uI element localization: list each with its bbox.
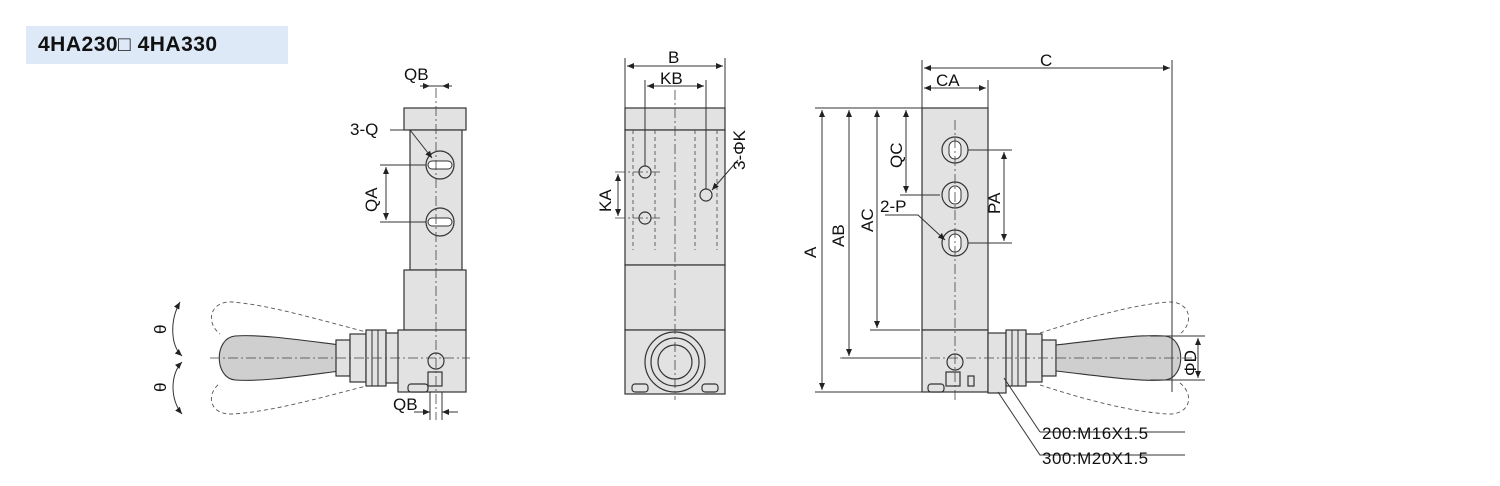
left-small-port [427,371,443,387]
right-qc-label: QC [887,143,906,169]
model-title-box: 4HA230□ 4HA330 [26,26,288,64]
right-ab-label: AB [829,224,848,247]
left-qa-label: QA [362,187,381,212]
left-qb-bottom-label: QB [393,395,418,414]
right-ca-label: CA [936,71,960,90]
mid-ka-label: KA [596,189,615,212]
left-qb-top-label: QB [404,65,429,84]
left-handle-swing [210,301,371,415]
mid-hole-3 [699,188,713,202]
thread-note-300: 300:M20X1.5 [1042,449,1149,468]
mid-kb-label: KB [660,69,683,88]
right-2p-label: 2-P [880,197,906,216]
model-title: 4HA230□ 4HA330 [38,33,218,56]
middle-view: B KB 3-ΦK KA [596,48,749,400]
right-ac-label: AC [858,208,877,232]
right-c-label: C [1040,51,1052,70]
mid-3k-label: 3-ΦK [730,129,749,170]
left-3q-label: 3-Q [350,120,378,139]
left-theta-upper: θ [151,325,170,334]
left-port-lower [425,207,455,237]
thread-note-200: 200:M16X1.5 [1042,424,1149,443]
right-small-port [945,371,961,387]
right-d-label: ΦD [1181,350,1200,376]
right-pa-label: PA [985,192,1004,214]
left-theta-lower: θ [151,383,170,392]
left-port-upper [425,150,455,180]
right-a-label: A [801,246,820,258]
mid-b-label: B [668,48,679,67]
left-lever-handle [218,335,341,381]
left-top-cap [403,107,467,131]
right-nut [987,329,1057,394]
right-view: C CA A AB AC QC 2-P PA [801,51,1205,456]
left-mid-block [403,269,467,331]
left-view: QB 3-Q QA θ θ QB [151,65,470,420]
